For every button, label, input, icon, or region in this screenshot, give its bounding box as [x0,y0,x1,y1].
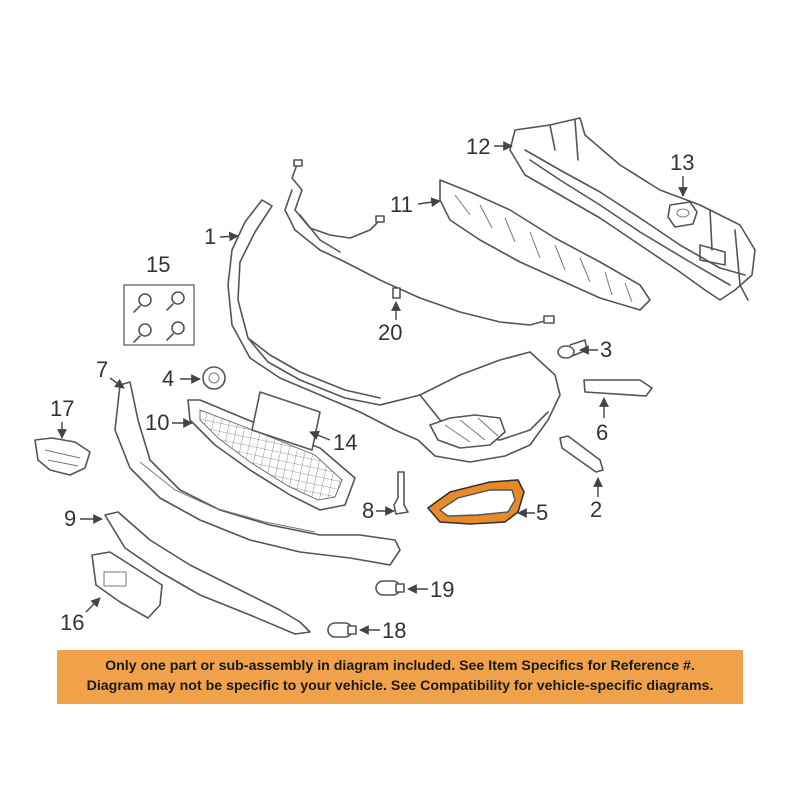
part-16-bracket [91,551,163,619]
part-13-nut [667,201,698,228]
part-17-sensor-bracket [34,437,91,476]
part-6-molding [583,379,653,397]
part-4-clip [202,366,226,390]
callout-2: 2 [590,477,603,522]
callout-12: 12 [466,134,513,159]
part-14-license-bracket [251,391,321,451]
part-7-lower-valance [114,381,401,566]
callout-17: 17 [50,396,74,439]
svg-text:12: 12 [466,134,490,159]
callout-5: 5 [517,500,548,525]
part-8-push-pin [393,471,409,515]
svg-text:20: 20 [378,320,402,345]
callout-1: 1 [204,224,239,249]
callout-11: 11 [390,192,441,217]
callout-6: 6 [596,397,609,445]
part-3-bolt [557,339,588,359]
callout-4: 4 [162,366,201,391]
part-10-grille [187,399,356,511]
svg-text:16: 16 [60,610,84,635]
callout-20: 20 [378,301,402,345]
callout-7: 7 [96,357,125,389]
callout-3: 3 [579,337,612,362]
svg-text:6: 6 [596,420,608,445]
svg-text:3: 3 [600,337,612,362]
part-20-wiring-harness [284,159,555,326]
part-2-clip-strip [559,435,604,473]
disclaimer-line-1: Only one part or sub-assembly in diagram… [105,658,695,674]
svg-text:7: 7 [96,357,108,382]
svg-text:2: 2 [590,497,602,522]
svg-text:4: 4 [162,366,174,391]
svg-text:5: 5 [536,500,548,525]
callout-13: 13 [670,150,694,197]
callout-18: 18 [359,618,406,643]
part-12-reinforcement-beam [509,117,756,301]
callout-9: 9 [64,506,103,531]
svg-text:15: 15 [146,252,170,277]
part-1-bumper-cover [227,199,561,463]
callout-14: 14 [309,430,357,455]
callout-16: 16 [60,597,101,635]
svg-text:9: 9 [64,506,76,531]
svg-text:11: 11 [390,192,413,217]
callout-19: 19 [407,577,454,602]
svg-text:19: 19 [430,577,454,602]
svg-text:8: 8 [362,498,374,523]
svg-text:17: 17 [50,396,74,421]
disclaimer-line-2: Diagram may not be specific to your vehi… [86,678,714,694]
part-18-sensor [327,622,357,638]
part-5-fog-lamp-bezel [426,479,525,525]
part-19-sensor [375,580,405,596]
callout-15: 15 [146,252,170,277]
svg-text:1: 1 [204,224,216,249]
svg-text:10: 10 [145,410,169,435]
part-15-screws [123,284,195,346]
svg-text:18: 18 [382,618,406,643]
svg-text:13: 13 [670,150,694,175]
callout-10: 10 [145,410,193,435]
svg-text:14: 14 [333,430,357,455]
part-9-lower-lip [104,511,311,635]
part-11-energy-absorber [439,179,651,311]
callout-8: 8 [362,498,395,523]
disclaimer-banner: Only one part or sub-assembly in diagram… [57,650,743,704]
